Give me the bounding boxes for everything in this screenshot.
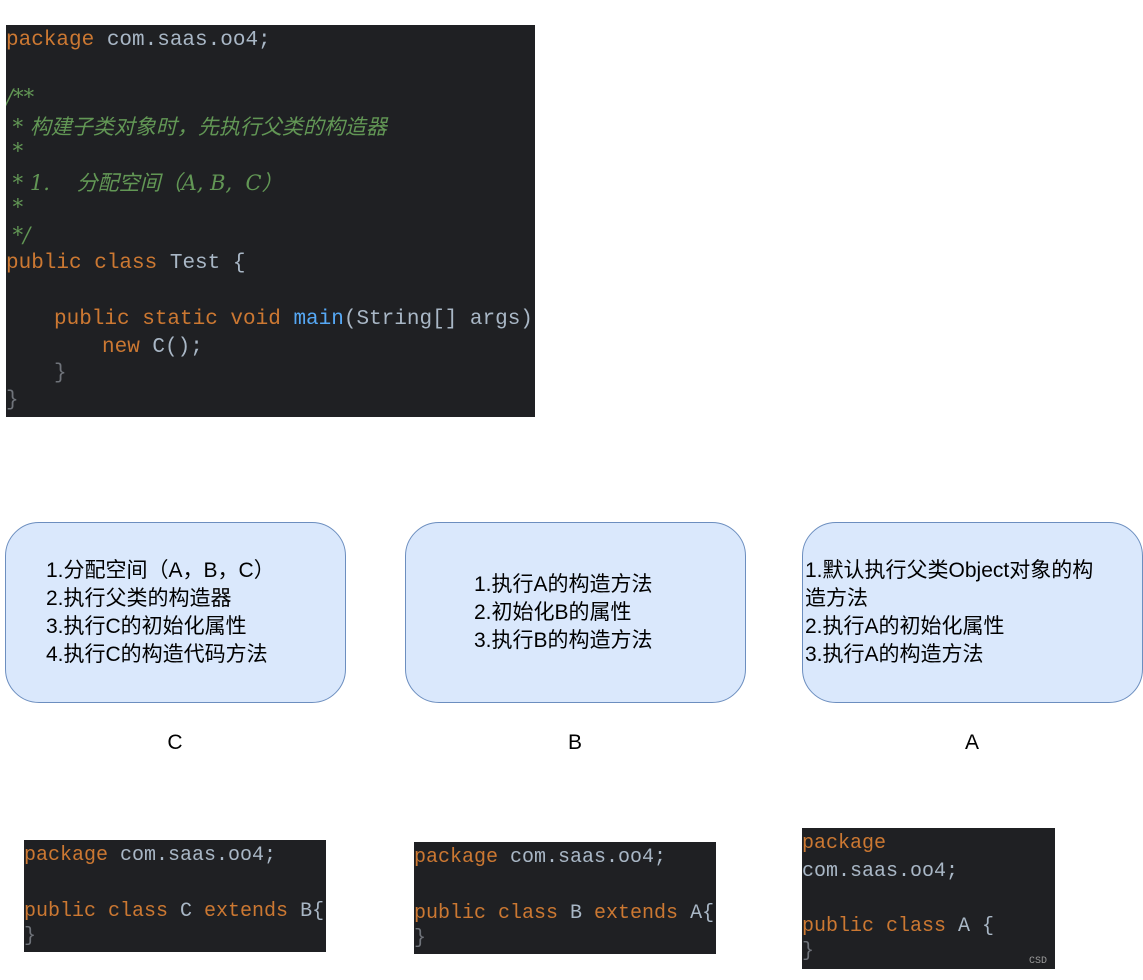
- method-close-brace: }: [54, 362, 67, 385]
- code-block-a: package com.saas.oo4; public class A { }…: [802, 828, 1055, 969]
- comment-line: *: [6, 195, 24, 219]
- class-keyword: public class: [6, 252, 158, 275]
- package-keyword: package: [24, 844, 109, 867]
- class-declaration: public class B extends A{: [414, 902, 714, 925]
- label-b: B: [567, 731, 582, 754]
- package-keyword: package: [802, 832, 887, 855]
- comment-line: * 1. 分配空间（A, B, C）: [6, 171, 283, 195]
- method-declaration: public static void main(String[] args) {: [54, 308, 535, 331]
- class-name: Test {: [157, 252, 246, 275]
- extends-keyword: extends: [594, 902, 679, 925]
- main-code-block: package com.saas.oo4; /** * 构建子类对象时，先执行父…: [6, 25, 535, 417]
- package-name: com.saas.oo4;: [108, 844, 277, 867]
- box-a-line: 1.默认执行父类Object对象的构: [805, 558, 1094, 582]
- class-close-brace: }: [6, 389, 19, 412]
- box-c-line: 2.执行父类的构造器: [46, 586, 232, 610]
- box-a-line: 2.执行A的初始化属性: [805, 614, 1005, 638]
- box-b-text: 1.执行A的构造方法 2.初始化B的属性 3.执行B的构造方法: [474, 571, 653, 655]
- new-expression: C();: [139, 336, 203, 359]
- label-a: A: [964, 731, 979, 754]
- comment-line: */: [6, 223, 31, 247]
- close-brace: }: [802, 940, 815, 963]
- package-keyword: package: [6, 29, 95, 52]
- close-brace: }: [414, 927, 427, 950]
- class-name: A {: [946, 915, 995, 938]
- extends-keyword: extends: [204, 900, 289, 923]
- box-b-line: 3.执行B的构造方法: [474, 628, 653, 652]
- method-keyword: public static void: [54, 308, 281, 331]
- parent-class: B{: [288, 900, 325, 923]
- box-a-line: 3.执行A的构造方法: [805, 642, 984, 666]
- code-block-b: package com.saas.oo4; public class B ext…: [414, 842, 716, 954]
- close-brace: }: [24, 925, 37, 948]
- class-keyword: public class: [24, 900, 169, 923]
- class-declaration: public class C extends B{: [24, 900, 324, 923]
- parent-class: A{: [678, 902, 715, 925]
- class-keyword: public class: [414, 902, 559, 925]
- box-b-line: 1.执行A的构造方法: [474, 572, 653, 596]
- class-declaration: public class A {: [802, 915, 994, 938]
- class-name: B: [558, 902, 595, 925]
- package-line: package com.saas.oo4;: [414, 846, 666, 869]
- box-c-line: 3.执行C的初始化属性: [46, 614, 247, 638]
- box-a: 1.默认执行父类Object对象的构 造方法 2.执行A的初始化属性 3.执行A…: [802, 522, 1143, 703]
- box-c: 1.分配空间（A，B，C） 2.执行父类的构造器 3.执行C的初始化属性 4.执…: [5, 522, 346, 703]
- package-line: package com.saas.oo4;: [6, 29, 271, 52]
- comment-line: * 构建子类对象时，先执行父类的构造器: [6, 115, 387, 139]
- box-b-line: 2.初始化B的属性: [474, 600, 632, 624]
- class-keyword: public class: [802, 915, 947, 938]
- new-statement: new C();: [102, 336, 203, 359]
- package-name: com.saas.oo4;: [94, 29, 271, 52]
- comment-line: *: [6, 139, 24, 163]
- method-params: (String[] args) {: [343, 308, 533, 331]
- watermark: CSD: [1029, 956, 1048, 967]
- box-c-line: 4.执行C的构造代码方法: [46, 642, 268, 666]
- class-name: C: [168, 900, 205, 923]
- code-block-c: package com.saas.oo4; public class C ext…: [24, 840, 326, 952]
- label-c: C: [167, 731, 183, 754]
- package-keyword: package: [414, 846, 499, 869]
- method-name: main: [293, 308, 344, 331]
- box-b: 1.执行A的构造方法 2.初始化B的属性 3.执行B的构造方法: [405, 522, 746, 703]
- box-a-line: 造方法: [805, 586, 868, 610]
- class-declaration: public class Test {: [6, 252, 245, 275]
- package-line: package com.saas.oo4;: [24, 844, 276, 867]
- comment-line: /**: [6, 85, 35, 109]
- new-keyword: new: [102, 336, 140, 359]
- box-a-text: 1.默认执行父类Object对象的构 造方法 2.执行A的初始化属性 3.执行A…: [805, 557, 1093, 669]
- package-name: com.saas.oo4;: [802, 860, 959, 883]
- box-c-text: 1.分配空间（A，B，C） 2.执行父类的构造器 3.执行C的初始化属性 4.执…: [46, 557, 275, 669]
- package-name: com.saas.oo4;: [498, 846, 667, 869]
- box-c-line: 1.分配空间（A，B，C）: [46, 558, 275, 582]
